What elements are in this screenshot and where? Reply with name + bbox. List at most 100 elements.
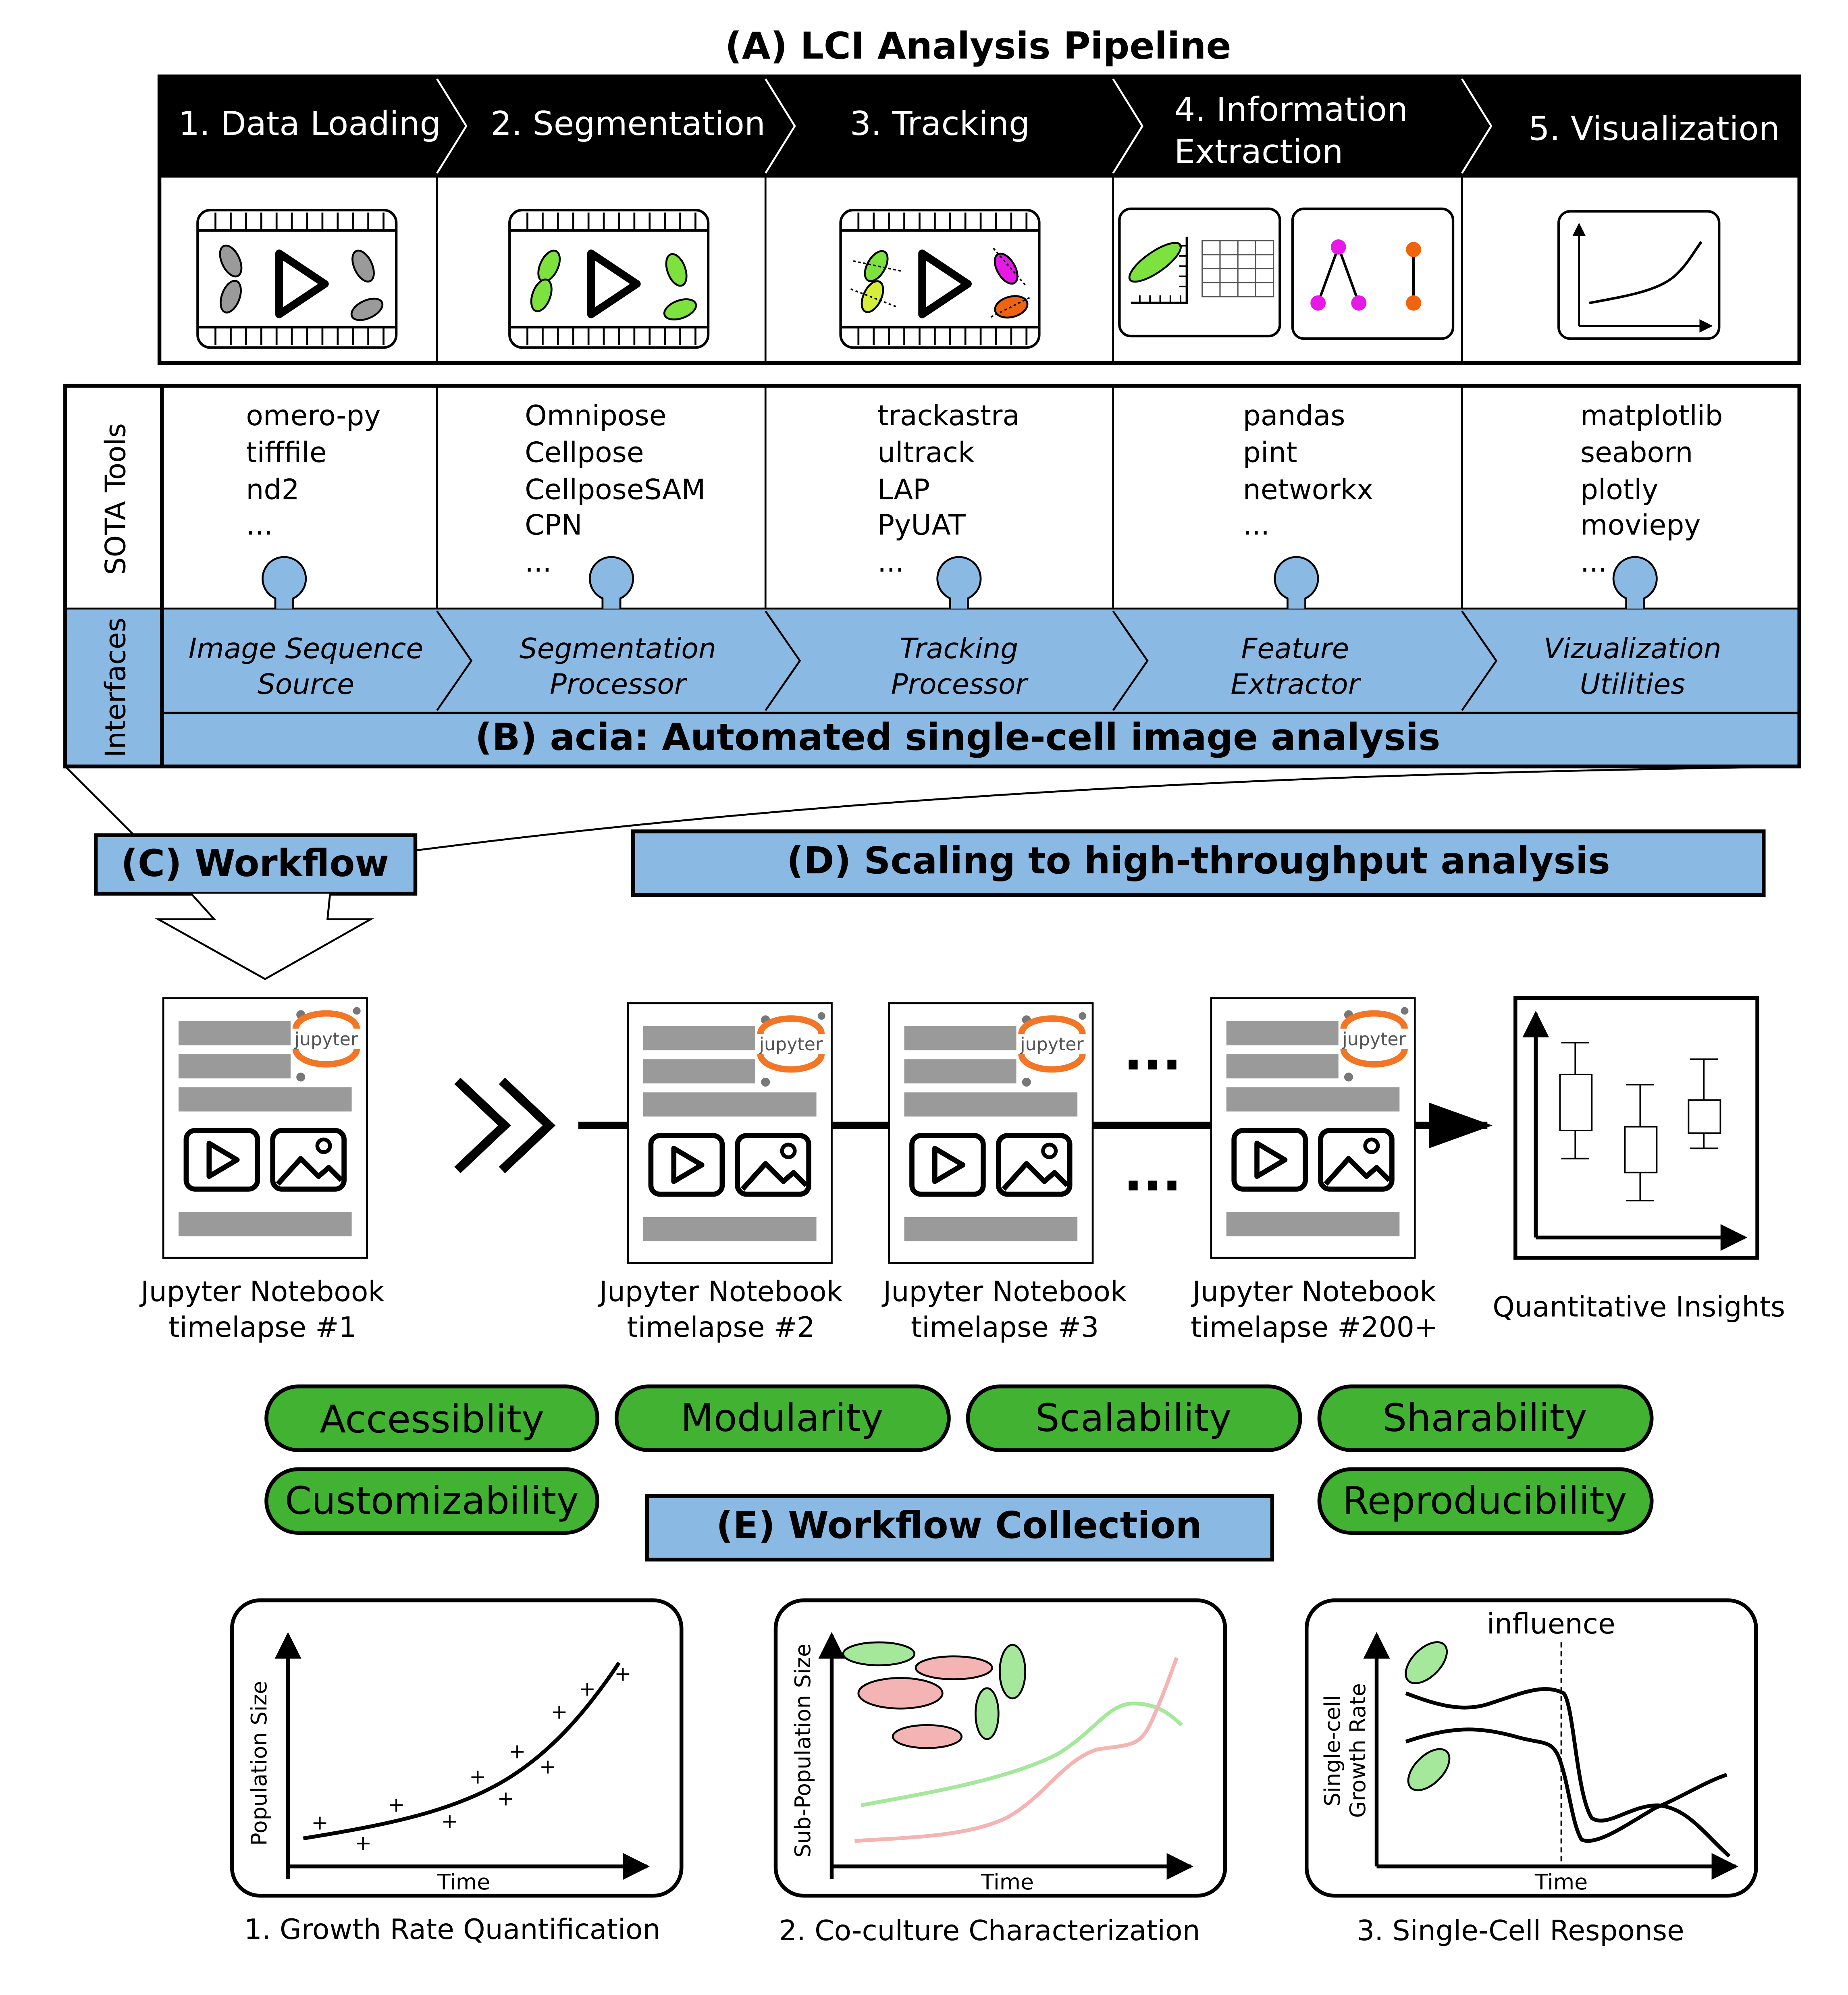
plug-icon — [588, 556, 634, 609]
tools-visualization: matplotlib seaborn plotly moviepy ... — [1580, 399, 1723, 578]
panel-3-xlabel: Time — [1534, 1869, 1588, 1895]
zoom-line-right — [415, 765, 1800, 852]
pill-modularity-label: Modularity — [681, 1396, 883, 1440]
svg-text:+: + — [539, 1754, 556, 1778]
tool-item: ... — [246, 509, 272, 542]
tool-item: ... — [1580, 546, 1607, 578]
jupyter-logo-text: jupyter — [1020, 1034, 1084, 1055]
tool-item: trackastra — [877, 399, 1020, 432]
tool-item: omero-py — [246, 399, 380, 432]
growth-data-points: +++ +++ +++ ++ — [311, 1662, 631, 1855]
tools-feature-extraction: pandas pint networkx ... — [1243, 399, 1373, 542]
plug-connectors — [262, 556, 1658, 609]
notebook-1-timelapse: timelapse #1 — [168, 1311, 356, 1344]
feature-extraction-icons — [1118, 207, 1455, 340]
pipeline-header-bar — [159, 76, 1800, 176]
acia-section: SOTA Tools Interfaces omero-py tifffile … — [63, 384, 1801, 769]
workflow-section: (C) Workflow jupyter Jupyter Notebook ti… — [94, 833, 556, 1344]
interface-visualization-utilities: Utilities — [1580, 668, 1686, 701]
svg-text:+: + — [469, 1765, 486, 1789]
panel-co-culture: Sub-Population Size Time — [773, 1598, 1227, 1898]
interface-tracking-processor: Tracking — [900, 632, 1018, 665]
interface-segmentation-processor: Processor — [550, 668, 688, 701]
collection-title: (E) Workflow Collection — [716, 1504, 1202, 1547]
tool-item: pandas — [1243, 399, 1345, 432]
panel-3-ylabel-line1: Single-cell — [1320, 1695, 1345, 1806]
pipeline-step-chevrons — [436, 78, 1493, 174]
acia-frame — [63, 384, 1801, 769]
notebook-1-title: Jupyter Notebook — [139, 1275, 385, 1308]
workflow-title: (C) Workflow — [121, 842, 389, 885]
step-visualization: 5. Visualization — [1529, 110, 1780, 148]
pill-modularity — [614, 1384, 951, 1452]
collection-section: (E) Workflow Collection +++ +++ +++ ++ P… — [230, 1494, 1758, 1947]
tool-item: moviepy — [1580, 509, 1701, 542]
side-label-interfaces: Interfaces — [99, 617, 132, 757]
interface-feature-extractor: Extractor — [1231, 668, 1361, 701]
pill-accessibility-label: Accessiblity — [320, 1397, 544, 1442]
pill-customizability-label: Customizability — [285, 1479, 579, 1523]
notebook-1: jupyter — [163, 998, 367, 1258]
notebook-2-timelapse: timelapse #2 — [627, 1311, 815, 1344]
pill-reproducibility — [1317, 1467, 1654, 1535]
tool-item: networkx — [1243, 473, 1373, 506]
tool-item: plotly — [1580, 473, 1659, 506]
response-curve-a — [1405, 1687, 1731, 1858]
tools-data-loading: omero-py tifffile nd2 ... — [246, 399, 380, 542]
step-information-extraction-line1: 4. Information — [1174, 91, 1408, 129]
lineage-graph-icon — [1310, 239, 1422, 311]
pill-sharability — [1317, 1384, 1654, 1452]
pill-reproducibility-label: Reproducibility — [1343, 1479, 1627, 1523]
jupyter-logo-text: jupyter — [759, 1034, 823, 1055]
pill-scalability-label: Scalability — [1035, 1396, 1232, 1440]
influence-label: influence — [1487, 1608, 1615, 1640]
tools-tracking: trackastra ultrack LAP PyUAT ... — [877, 399, 1020, 578]
plug-icon — [936, 556, 982, 609]
single-cells — [1405, 1641, 1451, 1791]
notebook-3-timelapse: timelapse #3 — [911, 1311, 1099, 1344]
panel-growth-rate: +++ +++ +++ ++ Population Size Time — [230, 1598, 684, 1898]
svg-text:+: + — [579, 1677, 596, 1701]
line-chart-icon — [1557, 210, 1721, 340]
interfaces-side-band — [65, 608, 162, 767]
panel-single-cell-response: influence Single-cell Growth Rate Time — [1305, 1598, 1758, 1898]
panel-2-caption: 2. Co-culture Characterization — [779, 1914, 1200, 1947]
jupyter-logo-text: jupyter — [1342, 1029, 1406, 1049]
tool-item: ... — [877, 546, 904, 578]
plug-icon — [1274, 556, 1319, 609]
tool-item: LAP — [877, 473, 930, 506]
tool-item: CellposeSAM — [525, 473, 705, 506]
film-segmented-icon — [509, 210, 708, 347]
notebook-3: jupyter — [889, 1003, 1093, 1263]
step-information-extraction-line2: Extraction — [1174, 133, 1343, 171]
step-segmentation: 2. Segmentation — [491, 105, 765, 143]
plug-icon — [1612, 556, 1658, 609]
interface-feature-extractor: Feature — [1241, 632, 1349, 665]
response-curve-b — [1405, 1727, 1727, 1843]
panel-3-caption: 3. Single-Cell Response — [1357, 1914, 1684, 1947]
ellipsis-bottom: ... — [1124, 1143, 1182, 1203]
jupyter-logo-text: jupyter — [294, 1029, 358, 1049]
notebook-2-title: Jupyter Notebook — [598, 1275, 843, 1308]
interface-visualization-utilities: Vizualization — [1544, 632, 1721, 665]
pill-sharability-label: Sharability — [1382, 1396, 1587, 1440]
zoom-funnel-arrow — [154, 893, 374, 980]
pipeline-title: (A) LCI Analysis Pipeline — [725, 24, 1231, 67]
tool-item: seaborn — [1580, 436, 1693, 469]
co-culture-cells — [842, 1641, 1027, 1749]
property-pills: Accessiblity Modularity Scalability Shar… — [264, 1384, 1654, 1535]
growth-curve — [303, 1661, 621, 1841]
svg-text:+: + — [614, 1662, 631, 1685]
tool-item: CPN — [525, 509, 582, 542]
acia-banner-title: (B) acia: Automated single-cell image an… — [475, 716, 1441, 759]
tool-item: ... — [525, 546, 551, 578]
svg-text:+: + — [551, 1700, 567, 1724]
step-tracking: 3. Tracking — [850, 105, 1030, 143]
scaling-section: (D) Scaling to high-throughput analysis … — [578, 829, 1785, 1344]
svg-text:+: + — [355, 1831, 372, 1855]
scaling-arrowhead — [1429, 1102, 1493, 1149]
notebook-200-title: Jupyter Notebook — [1191, 1275, 1436, 1308]
step-data-loading: 1. Data Loading — [179, 105, 441, 143]
pill-customizability — [264, 1467, 599, 1535]
film-tracked-icon — [841, 210, 1039, 347]
